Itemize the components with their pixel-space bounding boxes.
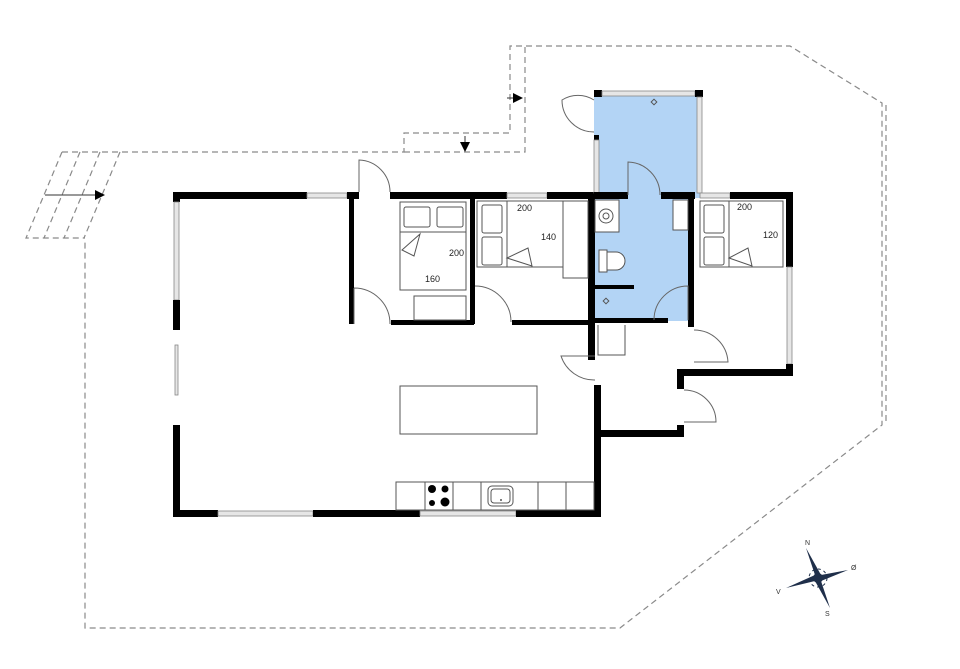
compass-icon: N Ø S V <box>776 540 857 618</box>
bathroom-fill <box>594 93 700 321</box>
arrow-icon <box>513 93 523 103</box>
compass-north: N <box>805 540 810 547</box>
kitchen-counter <box>395 481 595 511</box>
terrace-outline <box>25 45 887 629</box>
doors <box>353 94 729 423</box>
bed2-length-label: 200 <box>517 203 532 213</box>
sink-icon <box>487 485 514 507</box>
entry-arrows <box>45 93 523 200</box>
walls <box>173 90 793 517</box>
bed1-length-label: 200 <box>449 248 464 258</box>
arrow-icon <box>460 142 470 152</box>
bed2-width-label: 140 <box>541 232 556 242</box>
bed3-width-label: 120 <box>763 230 778 240</box>
bathroom-fixtures <box>594 98 689 305</box>
bedroom-2-bed <box>476 200 589 279</box>
compass-east: Ø <box>851 565 857 572</box>
compass-south: S <box>825 611 830 618</box>
drain-icon <box>650 98 658 106</box>
bedroom-1-bed <box>399 201 467 321</box>
arrow-icon <box>95 190 105 200</box>
bedroom-3-bed <box>699 200 784 268</box>
compass-west: V <box>776 589 781 596</box>
bed1-width-label: 160 <box>425 274 440 284</box>
bed3-length-label: 200 <box>737 202 752 212</box>
dining-table <box>399 385 538 435</box>
drain-icon <box>602 297 610 305</box>
stove-icon <box>428 485 450 507</box>
